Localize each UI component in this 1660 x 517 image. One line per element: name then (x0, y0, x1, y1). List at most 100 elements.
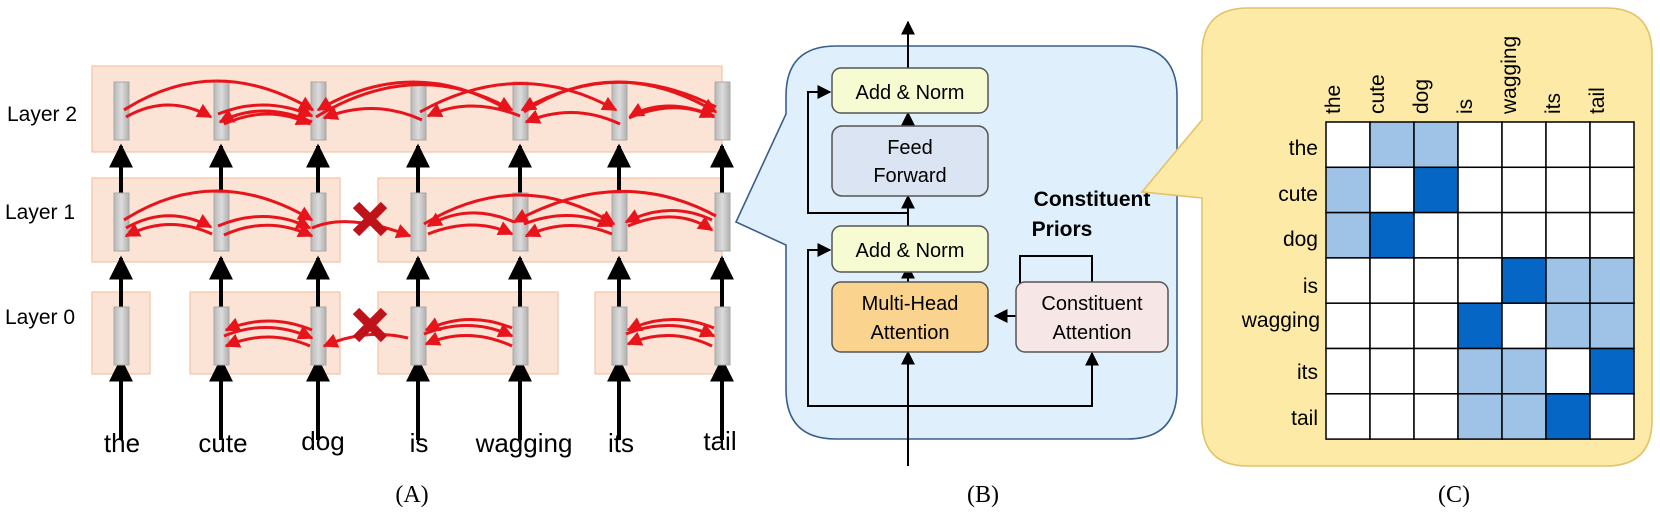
matrix-cell-is-tail (1589, 257, 1635, 304)
constituent-priors-line2: Priors (1032, 218, 1093, 241)
matrix-cell-dog-its (1545, 211, 1591, 259)
matrix-cell-the-cute (1369, 121, 1415, 169)
row-header-is: is (1303, 275, 1318, 298)
multi-head-label-line1: Multi-Head (862, 293, 959, 315)
matrix-cell-its-its (1545, 347, 1591, 395)
row-header-its: its (1297, 361, 1318, 384)
add-norm-top-block (831, 67, 989, 114)
col-header-its: its (1542, 93, 1565, 114)
matrix-cell-wagging-wagging (1501, 302, 1547, 350)
matrix-cell-its-dog (1413, 347, 1459, 395)
col-header-cute: cute (1366, 74, 1389, 114)
word-is: is (410, 428, 429, 458)
row-header-dog: dog (1283, 228, 1318, 251)
panel-c: the cute dog is wagging its tail the cut… (1140, 7, 1653, 508)
matrix-cell-cute-cute (1369, 166, 1415, 214)
feed-forward-label-line1: Feed (887, 137, 933, 159)
caption-c: (C) (1438, 482, 1470, 508)
matrix-cell-is-its (1545, 257, 1591, 304)
feed-forward-label-line2: Forward (873, 165, 946, 187)
col-header-tail: tail (1586, 87, 1609, 114)
blocked-attention-cross-layer0 (352, 307, 388, 343)
matrix-cell-the-is (1457, 121, 1503, 169)
matrix-cell-wagging-the (1325, 302, 1371, 350)
matrix-cell-wagging-dog (1413, 302, 1459, 350)
col-header-is: is (1454, 99, 1477, 114)
matrix-cell-tail-its (1545, 393, 1591, 440)
matrix-cell-tail-is (1457, 393, 1503, 440)
matrix-cell-the-wagging (1501, 121, 1547, 169)
constituent-attention-label-line2: Attention (1053, 322, 1132, 344)
matrix-cell-its-wagging (1501, 347, 1547, 395)
matrix-cell-tail-cute (1369, 393, 1415, 440)
layer0-group-is-wagging (377, 291, 559, 375)
constituent-attention-block (1015, 281, 1169, 353)
matrix-cell-the-the (1325, 121, 1371, 169)
feed-forward-block (831, 125, 989, 197)
row-header-wagging: wagging (1241, 309, 1320, 332)
matrix-cell-the-dog (1413, 121, 1459, 169)
matrix-cell-is-dog (1413, 257, 1459, 304)
matrix-cell-its-tail (1589, 347, 1635, 395)
matrix-cell-wagging-cute (1369, 302, 1415, 350)
matrix-cell-dog-is (1457, 211, 1503, 259)
matrix-cell-is-cute (1369, 257, 1415, 304)
matrix-cell-is-the (1325, 257, 1371, 304)
word-dog: dog (301, 426, 344, 456)
matrix-cell-its-the (1325, 347, 1371, 395)
constituent-attention-label-line1: Constituent (1041, 293, 1143, 315)
row-header-the: the (1289, 137, 1318, 160)
matrix-cell-tail-dog (1413, 393, 1459, 440)
matrix-cell-cute-tail (1589, 166, 1635, 214)
layer-label-1: Layer 1 (5, 201, 75, 224)
matrix-cell-is-wagging (1501, 257, 1547, 304)
matrix-cell-dog-dog (1413, 211, 1459, 259)
matrix-cell-cute-wagging (1501, 166, 1547, 214)
matrix-cell-dog-tail (1589, 211, 1635, 259)
caption-a: (A) (395, 482, 428, 508)
layer-connections (109, 143, 734, 440)
multi-head-label-line2: Attention (871, 322, 950, 344)
matrix-cell-wagging-its (1545, 302, 1591, 350)
panel-b: Add & Norm Feed Forward Add & Norm Multi… (734, 20, 1178, 508)
matrix-cell-its-cute (1369, 347, 1415, 395)
add-norm-bottom-label: Add & Norm (856, 240, 965, 262)
matrix-cell-wagging-is (1457, 302, 1503, 350)
col-header-dog: dog (1410, 79, 1433, 114)
matrix-cell-the-its (1545, 121, 1591, 169)
word-tail: tail (703, 426, 736, 456)
layer-label-0: Layer 0 (5, 306, 75, 329)
attention-prior-matrix (1325, 121, 1635, 440)
matrix-cell-dog-cute (1369, 211, 1415, 259)
constituent-priors-line1: Constituent (1034, 188, 1151, 211)
blocked-attention-cross-layer1 (352, 201, 388, 237)
matrix-cell-its-is (1457, 347, 1503, 395)
word-its: its (608, 428, 634, 458)
panel-a: Layer 2 Layer 1 Layer 0 (5, 65, 737, 508)
caption-b: (B) (967, 482, 999, 508)
matrix-cell-wagging-tail (1589, 302, 1635, 350)
matrix-cell-cute-the (1325, 166, 1371, 214)
token-bars (113, 81, 731, 366)
matrix-cell-dog-the (1325, 211, 1371, 259)
col-header-the: the (1322, 85, 1345, 114)
matrix-cell-the-tail (1589, 121, 1635, 169)
word-cute: cute (198, 428, 247, 458)
matrix-cell-tail-wagging (1501, 393, 1547, 440)
matrix-cell-tail-tail (1589, 393, 1635, 440)
matrix-cell-cute-dog (1413, 166, 1459, 214)
matrix-cell-is-is (1457, 257, 1503, 304)
layer-label-2: Layer 2 (7, 103, 77, 126)
col-header-wagging: wagging (1498, 36, 1521, 115)
word-the: the (104, 428, 140, 458)
row-header-cute: cute (1278, 183, 1318, 206)
matrix-row-headers: the cute dog is wagging its tail (1241, 137, 1320, 430)
add-norm-top-label: Add & Norm (856, 82, 965, 104)
matrix-column-headers: the cute dog is wagging its tail (1322, 36, 1609, 115)
matrix-cell-tail-the (1325, 393, 1371, 440)
matrix-cell-dog-wagging (1501, 211, 1547, 259)
add-norm-bottom-block (831, 225, 989, 273)
multi-head-attention-block (831, 281, 989, 353)
word-wagging: wagging (475, 428, 573, 458)
